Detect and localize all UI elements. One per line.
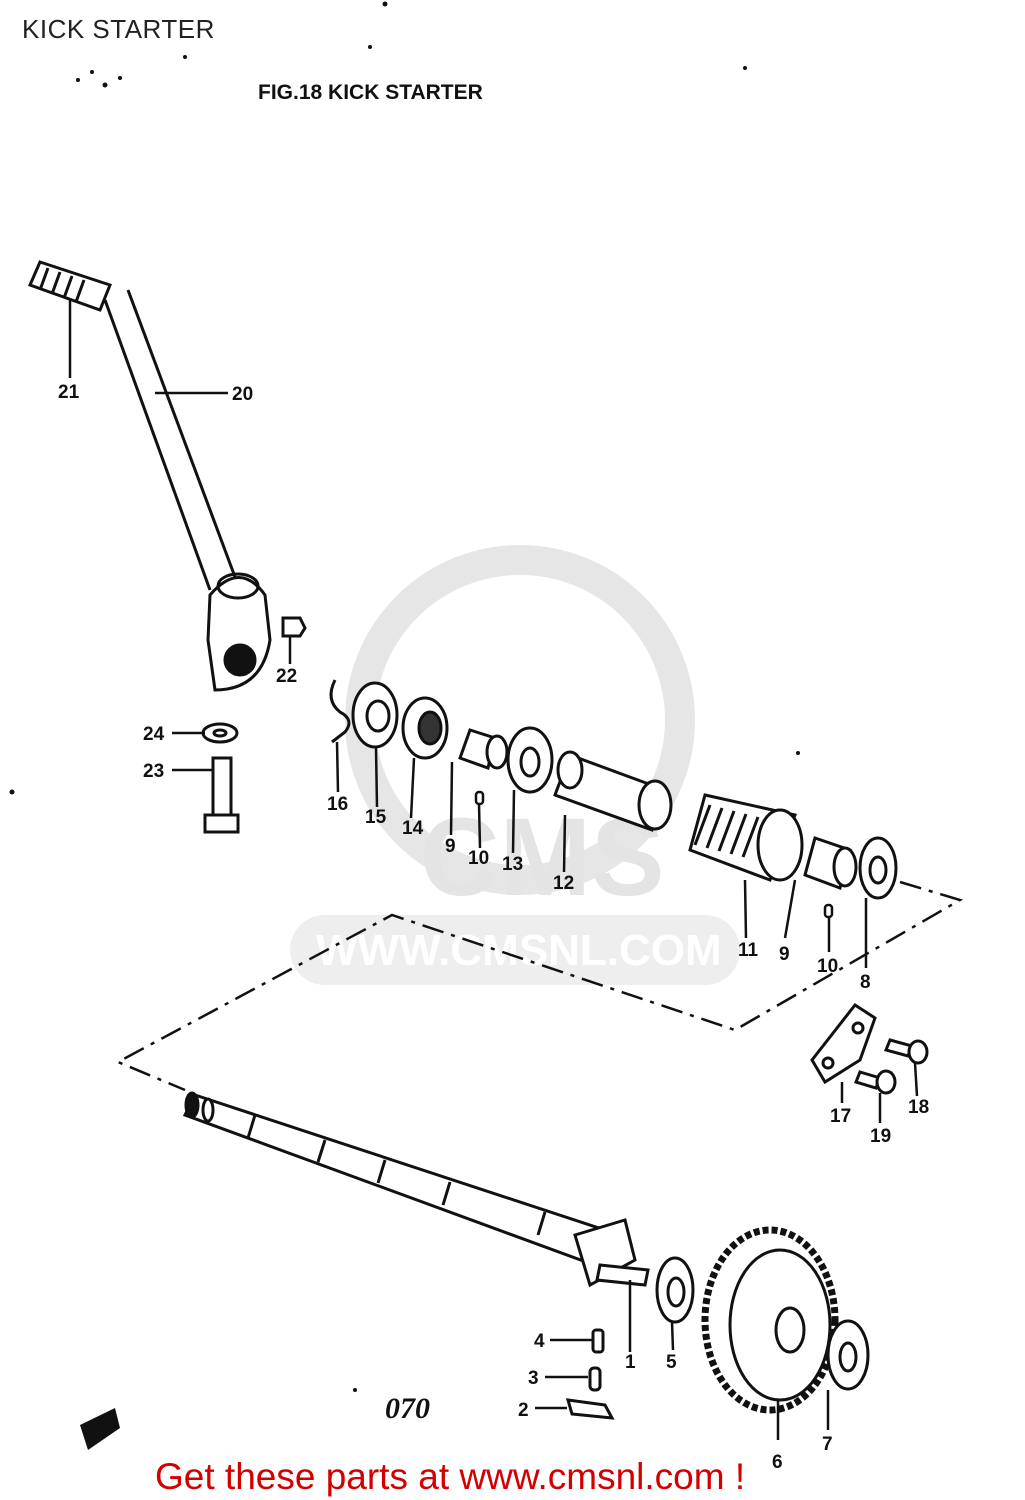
part-label-4: 4 [534, 1331, 545, 1352]
part-label-12: 12 [553, 873, 574, 894]
part-label-14: 14 [402, 818, 424, 839]
part-label-20: 20 [232, 384, 253, 405]
part-label-7: 7 [822, 1434, 833, 1455]
spring-4 [591, 1328, 605, 1354]
kick-lever [27, 260, 272, 692]
part-label-1: 1 [625, 1352, 636, 1373]
part-label-18: 18 [908, 1097, 929, 1118]
washer-8 [858, 836, 898, 900]
page-title: KICK STARTER [22, 14, 215, 44]
bolt-18 [883, 1038, 929, 1065]
part-label-10b: 10 [817, 956, 838, 977]
bearing-14 [401, 696, 449, 760]
washer-13 [506, 726, 554, 794]
bush-9a [458, 728, 509, 770]
part-label-8: 8 [860, 972, 871, 993]
part-label-24: 24 [143, 724, 165, 745]
bolt-23 [203, 756, 240, 834]
bolt-19 [853, 1069, 897, 1095]
pin-10b [823, 903, 834, 919]
pin-10a [474, 790, 485, 806]
part-label-11: 11 [738, 940, 759, 961]
bolt-22 [281, 616, 307, 638]
washer-7 [826, 1319, 870, 1391]
watermark-url: WWW.CMSNL.COM [316, 926, 722, 975]
washer-5 [655, 1256, 695, 1324]
bush-9b [803, 836, 858, 890]
part-label-15: 15 [365, 807, 387, 828]
spring-clip-16 [329, 679, 351, 744]
part-label-23: 23 [143, 761, 164, 782]
kick-shaft-1 [182, 1091, 650, 1288]
part-label-9a: 9 [445, 836, 456, 857]
figure-page-number: 070 [385, 1392, 430, 1425]
part-label-3: 3 [528, 1368, 539, 1389]
figure-title: FIG.18 KICK STARTER [258, 81, 483, 104]
part-label-9b: 9 [779, 944, 790, 965]
part-label-5: 5 [666, 1352, 677, 1373]
leader-lines [68, 300, 919, 1440]
starter-gear-6 [701, 1226, 839, 1414]
direction-arrow-icon [80, 1408, 120, 1450]
part-label-6: 6 [772, 1452, 783, 1473]
part-label-22: 22 [276, 666, 297, 687]
plate-17 [810, 1002, 877, 1085]
part-label-2: 2 [518, 1400, 529, 1421]
part-label-21: 21 [58, 382, 80, 403]
assembly-guide-lines [115, 880, 964, 1092]
parts-link-banner[interactable]: Get these parts at www.cmsnl.com ! [155, 1456, 746, 1497]
part-labels: 21 20 22 24 23 16 15 14 9 10 13 12 11 9 … [58, 382, 929, 1473]
guide-12 [553, 750, 673, 832]
part-label-17: 17 [830, 1106, 851, 1127]
washer-15 [351, 681, 399, 749]
part-label-19: 19 [870, 1126, 891, 1147]
scan-speckles [9, 1, 800, 1392]
washer-24 [201, 722, 239, 744]
spring-11 [688, 793, 804, 882]
pawl-2 [565, 1398, 615, 1420]
part-label-16: 16 [327, 794, 348, 815]
pin-3 [588, 1366, 602, 1392]
part-label-10a: 10 [468, 848, 489, 869]
part-label-13: 13 [502, 854, 523, 875]
